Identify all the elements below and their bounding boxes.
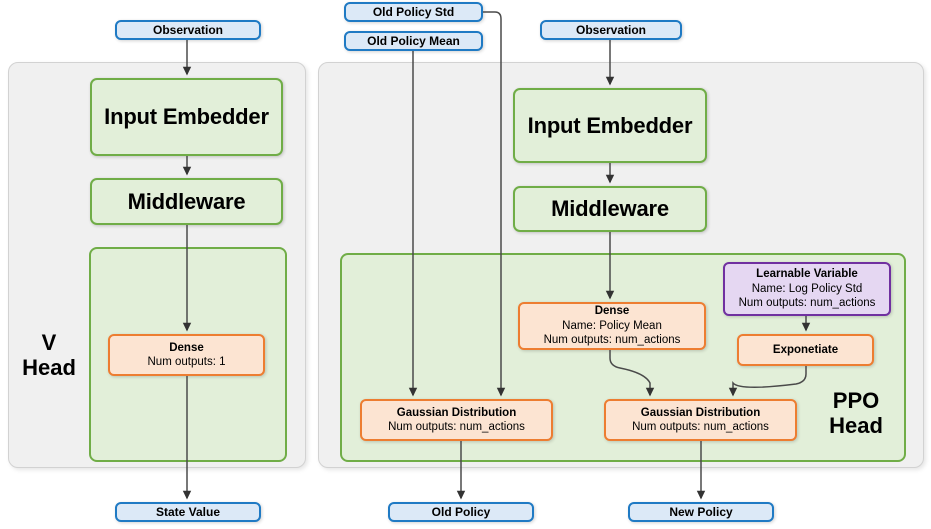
exponetiate[interactable]: Exponetiate: [737, 334, 874, 366]
dense-policy-mean-name: Name: Policy Mean: [562, 319, 662, 332]
middleware-right[interactable]: Middleware: [513, 186, 707, 232]
input-embedder-right[interactable]: Input Embedder: [513, 88, 707, 163]
input-observation-left-label: Observation: [152, 22, 224, 37]
middleware-left[interactable]: Middleware: [90, 178, 283, 225]
input-old-policy-mean-label: Old Policy Mean: [367, 33, 460, 48]
gaussian-new-title: Gaussian Distribution: [640, 406, 761, 419]
v-head-label-line1: V: [41, 330, 57, 355]
input-embedder-right-label: Input Embedder: [527, 112, 693, 138]
learnable-variable-log-policy-std[interactable]: Learnable Variable Name: Log Policy Std …: [723, 262, 891, 316]
dense-policy-mean[interactable]: Dense Name: Policy Mean Num outputs: num…: [518, 302, 706, 350]
gaussian-new-outputs: Num outputs: num_actions: [632, 421, 769, 433]
output-state-value[interactable]: State Value: [115, 502, 261, 522]
input-embedder-left-label: Input Embedder: [104, 104, 269, 130]
output-old-policy-label: Old Policy: [431, 504, 491, 519]
learnable-variable-outputs: Num outputs: num_actions: [738, 297, 876, 310]
dense-left-outputs: Num outputs: 1: [147, 356, 226, 368]
middleware-left-label: Middleware: [127, 188, 246, 214]
ppo-head-label-line1: PPO: [832, 388, 880, 413]
gaussian-old-title: Gaussian Distribution: [396, 406, 517, 419]
dense-policy-mean-outputs: Num outputs: num_actions: [543, 334, 681, 347]
v-head-label: V Head: [12, 330, 86, 381]
dense-policy-mean-title: Dense: [594, 305, 630, 318]
dense-left[interactable]: Dense Num outputs: 1: [108, 334, 265, 376]
output-new-policy[interactable]: New Policy: [628, 502, 774, 522]
input-observation-right-label: Observation: [575, 22, 647, 37]
input-observation-right[interactable]: Observation: [540, 20, 682, 40]
ppo-head-label: PPO Head: [806, 388, 906, 439]
output-new-policy-label: New Policy: [669, 504, 733, 519]
input-old-policy-std-label: Old Policy Std: [372, 4, 455, 19]
input-old-policy-std[interactable]: Old Policy Std: [344, 2, 483, 22]
ppo-head-label-line2: Head: [829, 413, 883, 439]
learnable-variable-name: Name: Log Policy Std: [751, 282, 863, 295]
output-state-value-label: State Value: [155, 504, 221, 519]
gaussian-distribution-old[interactable]: Gaussian Distribution Num outputs: num_a…: [360, 399, 553, 441]
middleware-right-label: Middleware: [551, 196, 669, 222]
learnable-variable-title: Learnable Variable: [756, 268, 858, 281]
gaussian-distribution-new[interactable]: Gaussian Distribution Num outputs: num_a…: [604, 399, 797, 441]
dense-left-title: Dense: [169, 341, 204, 354]
exponetiate-label: Exponetiate: [772, 343, 839, 356]
input-embedder-left[interactable]: Input Embedder: [90, 78, 283, 156]
v-head-label-line2: Head: [22, 355, 76, 381]
gaussian-old-outputs: Num outputs: num_actions: [388, 421, 525, 433]
input-observation-left[interactable]: Observation: [115, 20, 261, 40]
input-old-policy-mean[interactable]: Old Policy Mean: [344, 31, 483, 51]
output-old-policy[interactable]: Old Policy: [388, 502, 534, 522]
